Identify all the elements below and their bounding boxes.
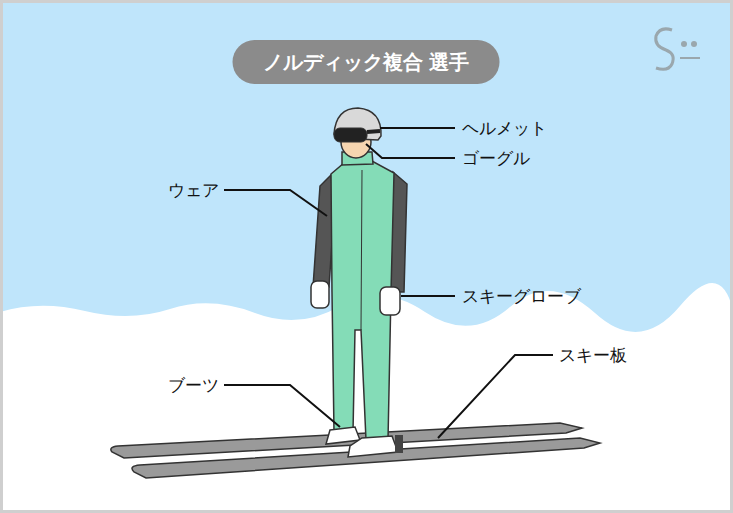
part-label: スキーグローブ	[462, 285, 581, 307]
boot	[326, 427, 360, 444]
leader-line	[438, 355, 553, 438]
glove	[311, 281, 329, 308]
leader-line	[401, 295, 455, 297]
leader-line	[224, 385, 340, 427]
part-label: ブーツ	[168, 374, 219, 396]
title: ノルディック複合 選手	[233, 40, 500, 84]
leader-line	[224, 190, 327, 216]
binding	[395, 435, 403, 453]
part-label: スキー板	[559, 344, 627, 366]
boot	[348, 436, 398, 457]
logo-mark	[656, 29, 700, 69]
glove	[380, 287, 400, 315]
part-label: ゴーグル	[462, 147, 530, 169]
leader-lines	[224, 128, 553, 438]
part-label: ウェア	[168, 179, 219, 201]
goggle-strap	[367, 131, 380, 132]
goggles	[334, 128, 367, 142]
part-label: ヘルメット	[462, 117, 547, 139]
zipper	[361, 170, 362, 330]
leader-line	[366, 144, 455, 158]
leader-line	[380, 127, 455, 129]
